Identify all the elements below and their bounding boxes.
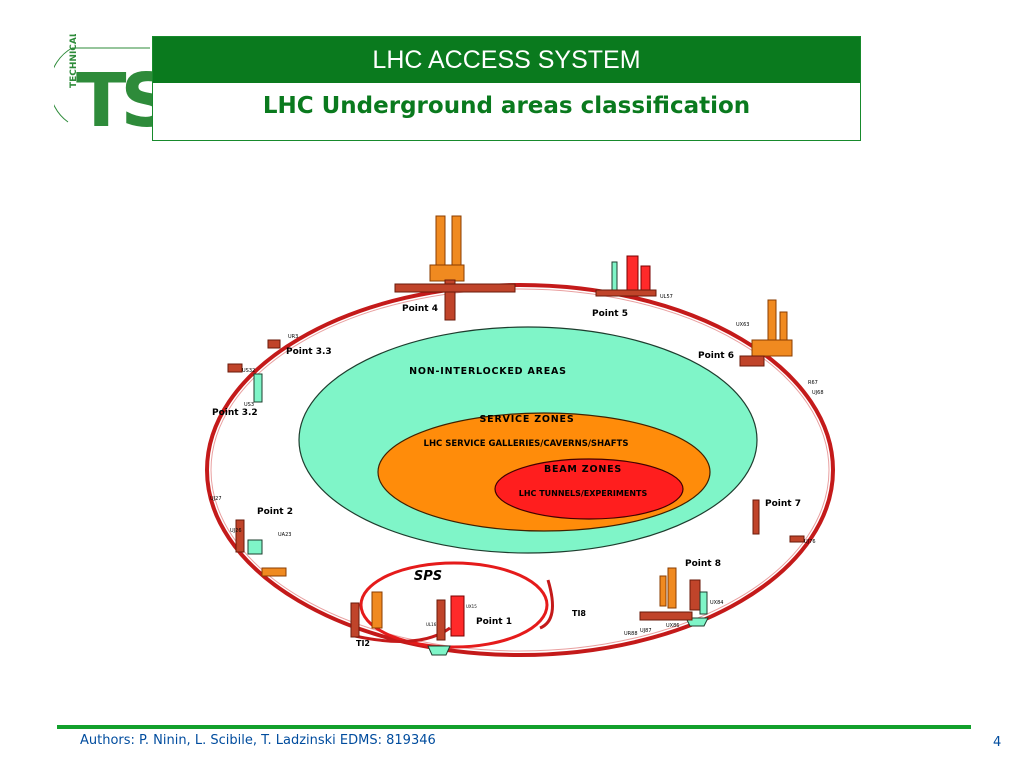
- page-subtitle: LHC Underground areas classification: [262, 93, 751, 119]
- header-box: LHC ACCESS SYSTEM LHC Underground areas …: [152, 36, 861, 141]
- lhc-ring: [205, 283, 835, 657]
- point2-structures: [235, 519, 287, 577]
- ti8-label: TI8: [572, 609, 586, 618]
- point7-label: Point 7: [765, 499, 801, 509]
- page-number: 4: [993, 735, 1002, 750]
- code-uj76: UJ76: [804, 539, 816, 545]
- code-ux15: UX15: [466, 604, 477, 609]
- sps-label: SPS: [414, 569, 442, 584]
- page-title: LHC ACCESS SYSTEM: [372, 45, 641, 74]
- header-title-bar: LHC ACCESS SYSTEM: [153, 37, 860, 83]
- code-uj87: UJ87: [640, 628, 652, 634]
- code-ux86: UX86: [666, 623, 679, 629]
- lhc-diagram: NON-INTERLOCKED AREAS SERVICE ZONES LHC …: [205, 215, 835, 657]
- code-ur3: UR3: [288, 334, 298, 340]
- footer-authors: Authors: P. Ninin, L. Scibile, T. Ladzin…: [80, 733, 436, 748]
- lhc-ring-inner: [210, 288, 830, 652]
- code-us32: US32: [242, 368, 255, 374]
- service-zones-label: SERVICE ZONES: [480, 414, 575, 425]
- code-r67: R67: [808, 380, 818, 386]
- code-uj26: UJ26: [230, 528, 242, 534]
- code-ul57: UL57: [660, 294, 673, 300]
- code-ul16: UL16: [426, 622, 437, 627]
- point7-structures: [752, 499, 805, 543]
- logo-letters: TS: [76, 58, 154, 134]
- point3-structures: [227, 339, 281, 403]
- service-zones-sublabel: LHC SERVICE GALLERIES/CAVERNS/SHAFTS: [424, 439, 629, 449]
- code-ux84: UX84: [710, 600, 723, 606]
- point6-label: Point 6: [698, 351, 734, 361]
- point4-label: Point 4: [402, 304, 438, 314]
- point1-structures: [350, 591, 465, 656]
- beam-zones-sublabel: LHC TUNNELS/EXPERIMENTS: [519, 489, 648, 498]
- ts-department-logo: TECHNICAL SUPPORT DEPARTMENT TS: [54, 34, 154, 134]
- point5-label: Point 5: [592, 309, 628, 319]
- point8-structures: [639, 567, 709, 627]
- code-us3: US3: [244, 402, 254, 408]
- point8-label: Point 8: [685, 559, 721, 569]
- ti8-line: [539, 579, 554, 630]
- beam-zone: [494, 458, 684, 520]
- sps-ring: [359, 561, 549, 649]
- footer-divider: [57, 725, 971, 729]
- point3-3-label: Point 3.3: [286, 347, 332, 357]
- beam-zones-label: BEAM ZONES: [544, 464, 622, 475]
- code-ur88: UR88: [624, 631, 638, 637]
- point4-structures: [394, 215, 516, 321]
- code-uj27: UJ27: [210, 496, 222, 502]
- point6-structures: [739, 299, 793, 367]
- code-ua23: UA23: [278, 532, 291, 538]
- point3-2-label: Point 3.2: [212, 408, 258, 418]
- ti2-label: TI2: [356, 639, 370, 648]
- non-interlocked-label: NON-INTERLOCKED AREAS: [409, 366, 567, 377]
- logo-ring-text: TECHNICAL SUPPORT DEPARTMENT: [69, 34, 79, 88]
- code-ux63: UX63: [736, 322, 749, 328]
- point1-label: Point 1: [476, 617, 512, 627]
- point2-label: Point 2: [257, 507, 293, 517]
- logo-arc-left: [54, 47, 73, 123]
- point5-structures: [595, 255, 657, 297]
- code-uj68: UJ68: [812, 390, 824, 396]
